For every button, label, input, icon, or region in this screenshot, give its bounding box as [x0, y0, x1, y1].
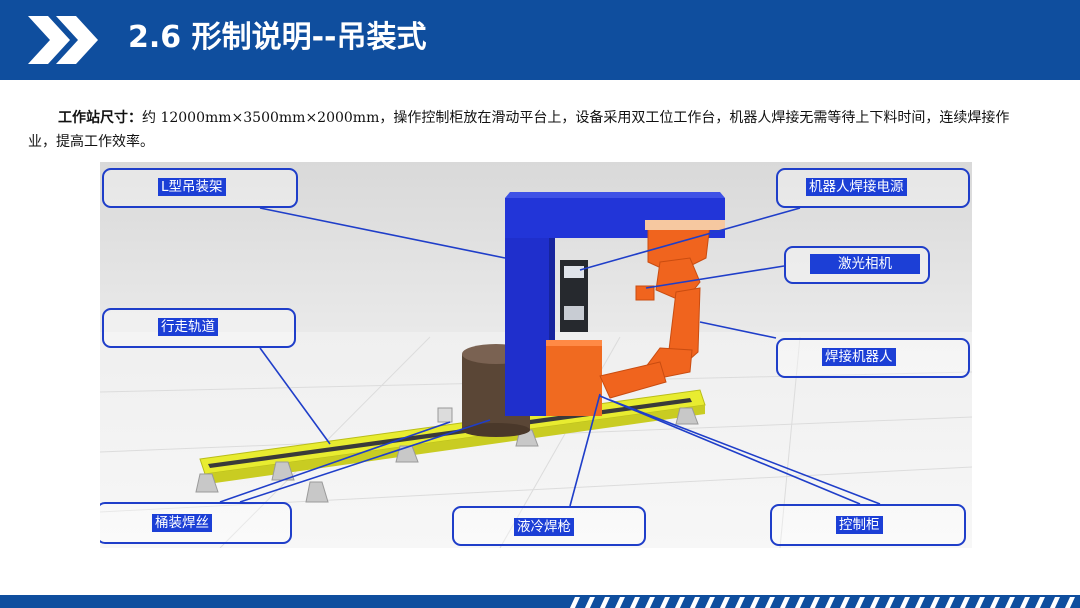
label-cabinet: 控制柜: [836, 516, 883, 534]
header-bar: 2.6 形制说明--吊装式: [0, 0, 1080, 80]
label-power: 机器人焊接电源: [806, 178, 907, 196]
footer-bar: [0, 595, 1080, 608]
label-robot: 焊接机器人: [822, 348, 896, 366]
double-chevron-icon: [0, 12, 110, 68]
description-body: 约 12000mm×3500mm×2000mm，操作控制柜放在滑动平台上，设备采…: [28, 110, 1009, 150]
footer-stripes: [0, 597, 1080, 608]
label-camera: 激光相机: [810, 254, 920, 274]
page-title: 2.6 形制说明--吊装式: [128, 16, 427, 60]
description-lead: 工作站尺寸：: [58, 110, 142, 126]
label-track: 行走轨道: [158, 318, 218, 336]
workstation-render: L型吊装架 机器人焊接电源 激光相机 行走轨道 焊接机器人 桶装焊丝 液冷焊枪 …: [100, 162, 972, 548]
label-gantry: L型吊装架: [158, 178, 226, 196]
label-wire: 桶装焊丝: [152, 514, 212, 532]
label-torch: 液冷焊枪: [514, 518, 574, 536]
description-paragraph: 工作站尺寸：约 12000mm×3500mm×2000mm，操作控制柜放在滑动平…: [28, 106, 1028, 154]
